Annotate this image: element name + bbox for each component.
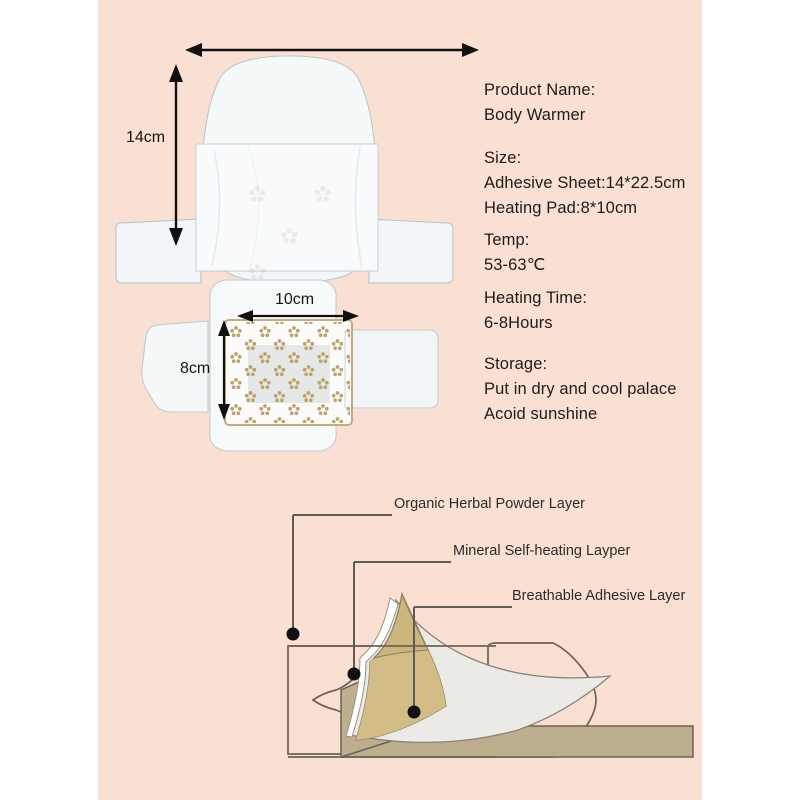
pad-width-arrow (237, 310, 359, 322)
sheet-body (115, 55, 454, 284)
dimension-label-sheet-height: 14cm (126, 129, 166, 146)
spec-product-name: Product Name: Body Warmer (484, 78, 595, 128)
layer-cutaway-illustration (286, 514, 694, 759)
spec-size-label: Size: (484, 149, 522, 167)
adhesive-sheet-illustration (115, 43, 479, 452)
layer-label-organic-herbal-powder: Organic Herbal Powder Layer (394, 496, 586, 512)
spec-heating-time: Heating Time: 6-8Hours (484, 286, 587, 336)
layer-label-breathable-adhesive: Breathable Adhesive Layer (512, 588, 686, 604)
leader-dots (286, 627, 421, 719)
spec-storage-label: Storage: (484, 355, 548, 373)
leader-lines (292, 514, 512, 710)
spec-heating-time-value: 6-8Hours (484, 314, 553, 333)
layer-label-mineral-self-heating: Mineral Self-heating Layper (453, 543, 631, 559)
heating-pad-illustration (141, 279, 439, 452)
spec-size-heating-pad: Heating Pad:8*10cm (484, 199, 638, 218)
spec-size-adhesive-sheet: Adhesive Sheet:14*22.5cm (484, 174, 686, 193)
spec-product-name-label: Product Name: (484, 81, 596, 99)
dimension-label-pad-height: 8cm (180, 360, 211, 377)
spec-temp: Temp: 53-63℃ (484, 228, 545, 278)
spec-storage-value-2: Acoid sunshine (484, 405, 598, 424)
pad-height-arrow (218, 320, 230, 420)
spec-product-name-value: Body Warmer (484, 106, 586, 125)
width-dimension-arrow (185, 43, 479, 57)
dimension-label-pad-width: 10cm (275, 291, 315, 308)
spec-temp-label: Temp: (484, 231, 530, 249)
spec-storage: Storage: Put in dry and cool palace Acoi… (484, 352, 676, 427)
spec-temp-value: 53-63℃ (484, 256, 546, 275)
height-dimension-arrow (169, 64, 183, 246)
spec-storage-value-1: Put in dry and cool palace (484, 380, 677, 399)
peach-panel: Product Name: Body Warmer Size: Adhesive… (98, 0, 702, 800)
spec-size: Size: Adhesive Sheet:14*22.5cm Heating P… (484, 146, 685, 221)
spec-heating-time-label: Heating Time: (484, 289, 588, 307)
